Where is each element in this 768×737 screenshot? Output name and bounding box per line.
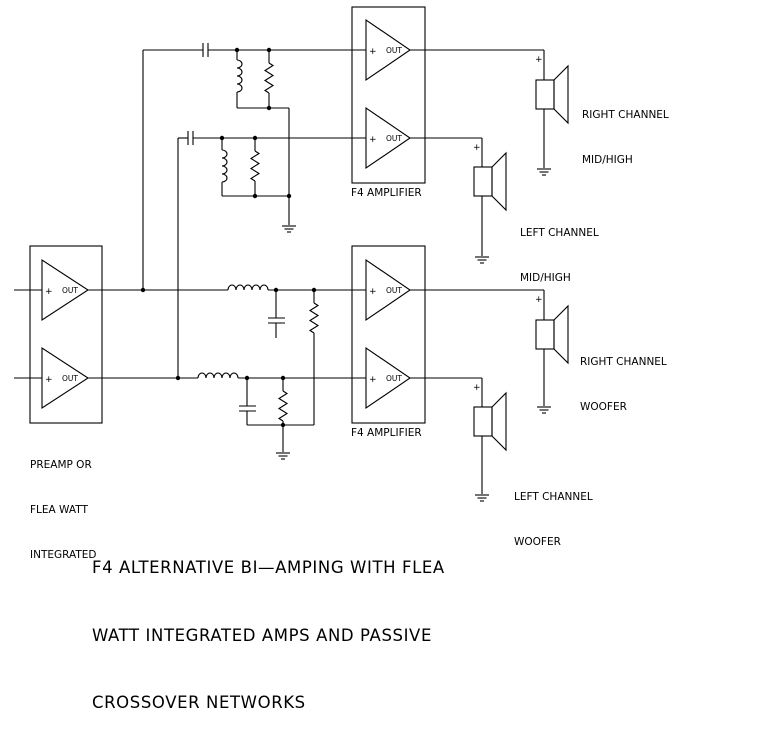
speaker-label-line: MID/HIGH	[582, 154, 633, 166]
speaker-label-line: LEFT CHANNEL	[520, 227, 599, 239]
ground-symbol	[474, 494, 490, 502]
f4-amplifier-bottom-block	[351, 245, 426, 424]
ground-symbol	[281, 225, 297, 233]
speaker-label-line: WOOFER	[514, 536, 561, 548]
speaker-icon	[473, 391, 507, 452]
ground-symbol	[275, 452, 291, 460]
amp-out-label: OUT	[386, 286, 402, 295]
amp-plus-label: +	[369, 135, 377, 145]
preamp-label-line: FLEA WATT	[30, 504, 88, 516]
ground-symbol	[536, 168, 552, 176]
amp-out-label: OUT	[386, 46, 402, 55]
f4-amplifier-top-label: F4 AMPLIFIER	[351, 187, 422, 199]
preamp-label-line: INTEGRATED	[30, 549, 97, 561]
left-woofer-label: LEFT CHANNEL WOOFER	[514, 460, 593, 565]
output-wire-right-midhigh	[410, 49, 545, 168]
preamp-wires	[14, 50, 228, 381]
speaker-label-line: LEFT CHANNEL	[514, 491, 593, 503]
amp-out-label: OUT	[386, 134, 402, 143]
highpass-filter-right	[143, 43, 366, 225]
amp-out-label: OUT	[62, 286, 78, 295]
title-line: F4 ALTERNATIVE BI—AMPING WITH FLEA	[92, 558, 445, 577]
title-line: CROSSOVER NETWORKS	[92, 693, 306, 712]
speaker-icon	[535, 304, 569, 365]
right-woofer-label: RIGHT CHANNEL WOOFER	[580, 325, 667, 430]
preamp-block	[29, 245, 103, 424]
speaker-icon	[473, 151, 507, 212]
ground-symbol	[474, 256, 490, 264]
preamp-label-line: PREAMP OR	[30, 459, 92, 471]
speaker-label-line: WOOFER	[580, 401, 627, 413]
amp-plus-label: +	[45, 287, 53, 297]
speaker-plus-label: +	[535, 55, 543, 65]
amp-plus-label: +	[369, 287, 377, 297]
diagram-title: F4 ALTERNATIVE BI—AMPING WITH FLEA WATT …	[92, 512, 445, 737]
output-wire-left-woofer	[410, 377, 483, 494]
title-line: WATT INTEGRATED AMPS AND PASSIVE	[92, 625, 432, 645]
f4-amplifier-bottom-label: F4 AMPLIFIER	[351, 427, 422, 439]
speaker-label-line: RIGHT CHANNEL	[580, 356, 667, 368]
lowpass-filter-left	[197, 372, 366, 452]
f4-amplifier-top-block	[351, 6, 426, 184]
highpass-filter-left	[178, 131, 366, 199]
amp-out-label: OUT	[386, 374, 402, 383]
preamp-label: PREAMP OR FLEA WATT INTEGRATED	[30, 428, 97, 578]
right-midhigh-label: RIGHT CHANNEL MID/HIGH	[582, 78, 669, 183]
left-midhigh-label: LEFT CHANNEL MID/HIGH	[520, 196, 599, 301]
amp-labels: OUT + OUT + OUT + OUT + OUT + OUT +	[45, 46, 402, 385]
speaker-plus-label: +	[473, 383, 481, 393]
speaker-plus-label: +	[535, 295, 543, 305]
amp-plus-label: +	[369, 47, 377, 57]
amp-plus-label: +	[45, 375, 53, 385]
amp-out-label: OUT	[62, 374, 78, 383]
schematic-canvas: OUT + OUT + OUT + OUT + OUT + OUT +	[14, 6, 569, 502]
lowpass-filter-right	[227, 284, 366, 425]
output-wire-right-woofer	[410, 289, 545, 406]
speaker-label-line: RIGHT CHANNEL	[582, 109, 669, 121]
output-wire-left-midhigh	[410, 137, 483, 256]
amp-plus-label: +	[369, 375, 377, 385]
speaker-polarity-marks: + + + +	[473, 55, 543, 393]
speaker-plus-label: +	[473, 143, 481, 153]
speaker-label-line: MID/HIGH	[520, 272, 571, 284]
ground-symbol	[536, 406, 552, 414]
speaker-icon	[535, 64, 569, 125]
